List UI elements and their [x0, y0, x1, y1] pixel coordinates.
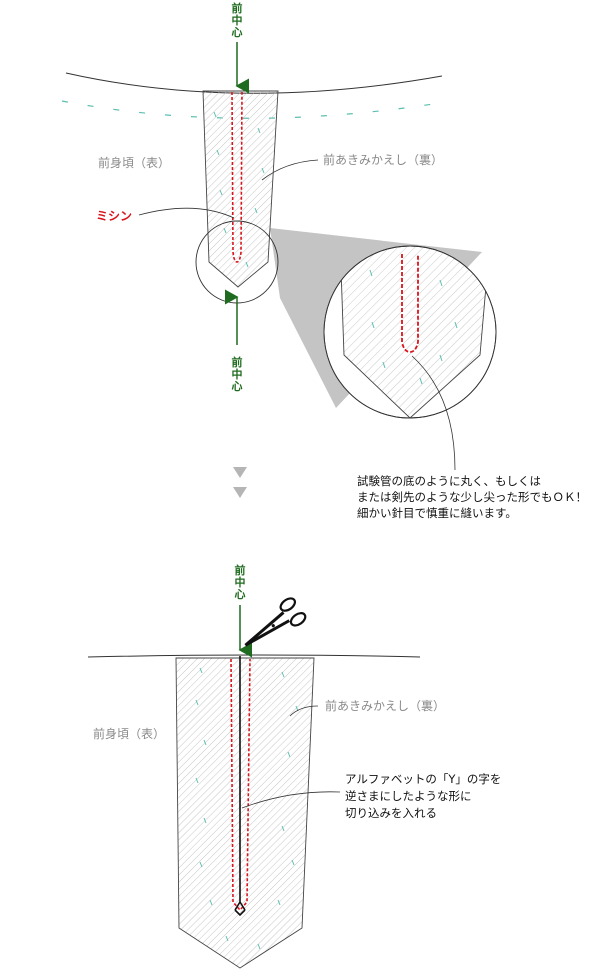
note-line-2: または剣先のような少し尖った形でもＯＫ！ [357, 490, 587, 504]
neckline-bottom [87, 654, 421, 658]
leader-note-top [411, 355, 456, 471]
facing-ticks-top [213, 111, 265, 268]
body-label-top: 前身頃（表） [98, 155, 170, 170]
stitch-line-bottom [230, 658, 251, 912]
facing-ticks-bottom [195, 667, 299, 950]
note-line-3: 細かい針目で慎重に縫います。 [357, 506, 517, 520]
top-diagram: 前 中 心 前 中 心 前身頃（表） 前あきみかえし（裏） ミシン 試験管の底の… [61, 1, 587, 520]
cut-note: アルファベットの「Y」の字を 逆さまにしたような形に 切り込みを入れる [345, 772, 501, 820]
center-label-bottom-1: 前 [232, 355, 243, 369]
center-label-bottom-2: 中 [232, 367, 243, 381]
cut-note-line-1: アルファベットの「Y」の字を [345, 772, 501, 786]
leader-facing-bottom [289, 705, 319, 717]
leader-facing-top [261, 159, 319, 181]
center-label-top-2: 中 [232, 13, 243, 27]
center-label-bd-2: 中 [235, 575, 246, 589]
step-arrow-2 [233, 487, 247, 498]
facing-panel-bottom [175, 657, 315, 969]
facing-label-bottom: 前あきみかえし（裏） [325, 698, 445, 713]
cut-note-line-2: 逆さまにしたような形に [345, 789, 472, 803]
bottom-diagram: 前 中 心 前身頃（表） 前あきみかえし（裏） アルファベットの「Y」の字を 逆… [87, 563, 501, 969]
center-label-bottom: 前 中 心 [232, 355, 243, 393]
center-label-top: 前 中 心 [232, 1, 243, 39]
center-label-bottom-diagram: 前 中 心 [235, 563, 246, 601]
leader-cut-note [241, 791, 341, 809]
step-arrow-1 [233, 467, 247, 478]
zoom-content [339, 246, 491, 418]
center-label-bd-3: 心 [235, 588, 246, 601]
scissors-icon [244, 597, 307, 647]
note-line-1: 試験管の底のように丸く、もしくは [357, 474, 541, 488]
note-top: 試験管の底のように丸く、もしくは または剣先のような少し尖った形でもＯＫ！ 細か… [357, 474, 587, 520]
step-arrows [233, 467, 247, 498]
leader-stitch-top [138, 207, 235, 219]
stitch-label: ミシン [96, 209, 132, 223]
cut-line [234, 656, 246, 917]
center-label-bottom-3: 心 [232, 380, 243, 393]
cut-note-line-3: 切り込みを入れる [345, 806, 437, 820]
facing-label-top: 前あきみかえし（裏） [323, 152, 443, 167]
body-label-bottom: 前身頃（表） [93, 726, 165, 741]
center-label-top-1: 前 [232, 1, 243, 15]
center-label-top-3: 心 [232, 26, 243, 39]
neckline-curve-top [65, 72, 443, 94]
stitch-line-top [231, 91, 243, 263]
center-label-bd-1: 前 [235, 563, 246, 577]
